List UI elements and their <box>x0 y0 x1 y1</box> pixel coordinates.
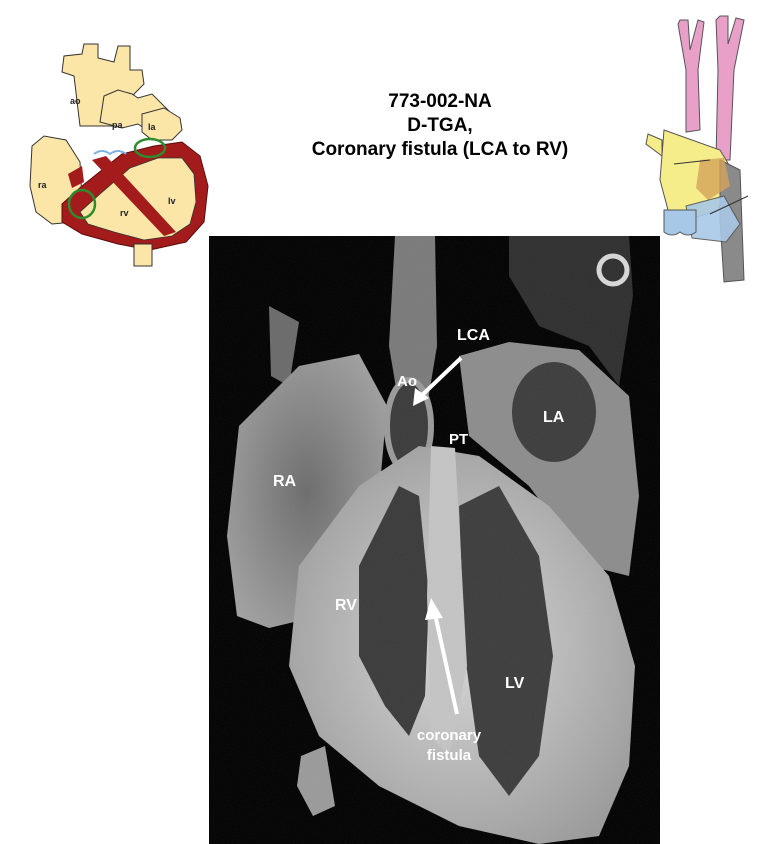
great-vessels-schematic <box>645 15 749 283</box>
scan-grain-overlay <box>209 236 660 844</box>
crossing-line <box>673 159 711 165</box>
fistula-arrow-head <box>425 598 443 620</box>
scan-label-la: LA <box>543 409 565 426</box>
ventricular-septum <box>92 156 176 236</box>
heart-label-rv: rv <box>120 208 129 218</box>
figure-title: 773-002-NA D-TGA, Coronary fistula (LCA … <box>270 90 610 162</box>
scan-label-lv: LV <box>505 675 525 692</box>
aortic-root-lobes <box>663 209 697 236</box>
micro-ct-scan-image: LCA Ao PT LA RA RV LV coronary fistula <box>209 236 660 844</box>
ductus-line <box>709 195 749 215</box>
heart-label-la: la <box>148 122 157 132</box>
subclavian-branch <box>645 133 663 157</box>
atrial-septum <box>68 166 84 188</box>
left-atrium-shape <box>141 107 183 141</box>
ivc-vessel <box>133 243 153 267</box>
heart-label-ao: ao <box>70 96 81 106</box>
mitral-valve-ring <box>133 137 167 159</box>
tricuspid-valve-ring <box>67 188 97 220</box>
title-line-3: Coronary fistula (LCA to RV) <box>311 139 569 160</box>
scan-label-ra: RA <box>273 473 297 490</box>
title-line-2: D-TGA, <box>407 115 473 136</box>
scan-label-rv: RV <box>335 597 357 614</box>
fistula-arrow-shaft <box>433 613 459 715</box>
heart-label-pa: pa <box>112 120 123 130</box>
heart-label-lv: lv <box>168 196 176 206</box>
semilunar-valves <box>93 150 127 156</box>
arch-overlap-region <box>696 158 730 200</box>
title-line-1: 773-002-NA <box>388 91 492 112</box>
scan-label-lca: LCA <box>457 327 490 344</box>
heart-schematic-diagram: ao pa la ra rv lv <box>29 43 209 267</box>
scan-label-fistula-line1: coronary <box>417 727 482 744</box>
scan-label-fistula-line2: fistula <box>427 747 472 764</box>
scan-label-ao: Ao <box>397 373 417 390</box>
scan-label-pt: PT <box>449 431 468 448</box>
right-carotid-vessel <box>715 15 745 161</box>
heart-label-ra: ra <box>38 180 48 190</box>
left-carotid-vessel <box>677 19 705 133</box>
scan-rendering: LCA Ao PT LA RA RV LV coronary fistula <box>209 236 660 844</box>
lca-arrow-shaft <box>417 356 463 400</box>
lca-arrow-head <box>413 388 429 406</box>
